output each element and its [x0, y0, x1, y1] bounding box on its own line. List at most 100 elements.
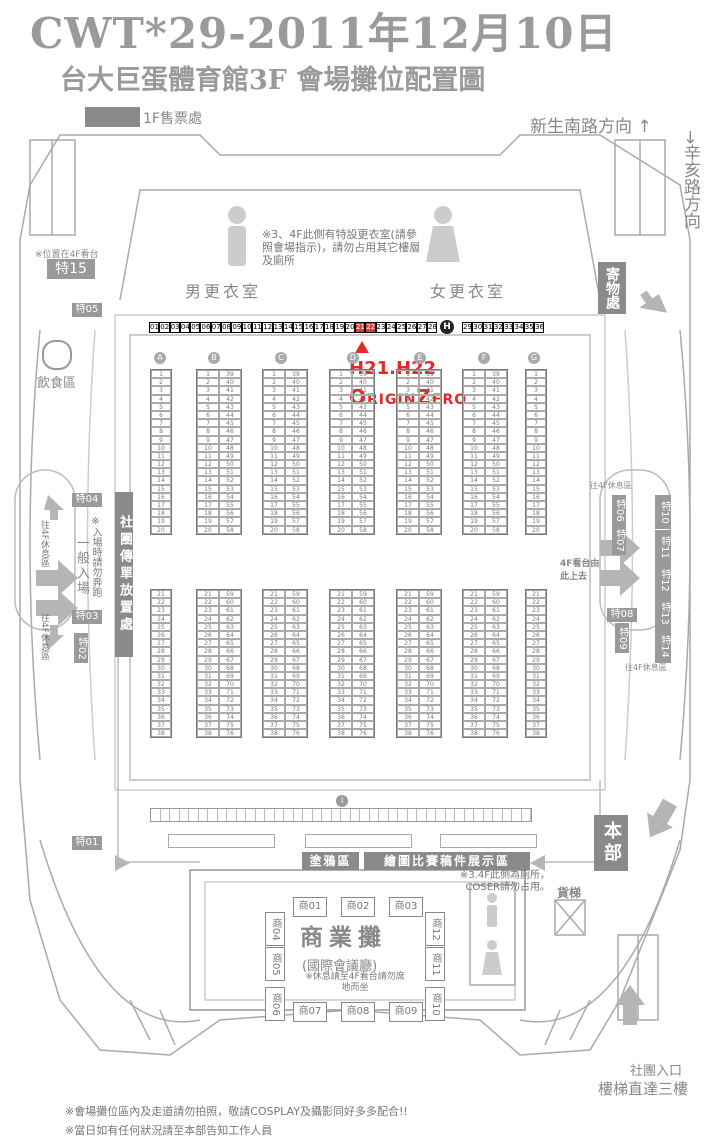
booth-row[interactable]: 10 — [151, 443, 171, 452]
booth-row[interactable]: 5 — [526, 402, 546, 411]
store-booth[interactable]: 商04 — [265, 912, 285, 946]
booth-row[interactable]: 13 — [151, 468, 171, 477]
booth-row[interactable]: 26 — [151, 630, 171, 640]
booth-h34[interactable]: 34 — [513, 322, 524, 333]
booth-i[interactable] — [246, 809, 256, 821]
booth-h05[interactable]: 05 — [190, 322, 201, 333]
booth-h16[interactable]: 16 — [303, 322, 314, 333]
booth-i[interactable] — [512, 809, 522, 821]
booth-row[interactable]: 5 — [151, 402, 171, 411]
booth-row[interactable]: 6 — [151, 410, 171, 420]
booth-row[interactable]: 31 — [526, 671, 546, 681]
booth-i[interactable] — [294, 809, 303, 821]
special-booth-07[interactable]: 特07 — [612, 525, 626, 555]
booth-row[interactable]: 18 — [526, 509, 546, 518]
booth-h29[interactable]: 29 — [462, 322, 473, 333]
store-booth[interactable]: 商11 — [425, 947, 445, 981]
booth-h36[interactable]: 36 — [534, 322, 545, 333]
store-booth[interactable]: 商06 — [265, 987, 285, 1021]
special-booth-03[interactable]: 特03 — [72, 610, 102, 624]
booth-h12[interactable]: 12 — [262, 322, 273, 333]
booth-row[interactable]: 10 — [526, 443, 546, 452]
booth-i[interactable] — [170, 809, 180, 821]
booth-i[interactable] — [436, 809, 446, 821]
booth-row[interactable]: 36 — [526, 712, 546, 721]
store-booth[interactable]: 商10 — [425, 987, 445, 1021]
booth-h27[interactable]: 27 — [416, 322, 428, 333]
booth-row[interactable]: 25 — [151, 622, 171, 631]
booth-row[interactable]: 32 — [526, 680, 546, 689]
booth-i[interactable] — [484, 809, 493, 821]
booth-row[interactable]: 14 — [526, 476, 546, 485]
booth-i[interactable] — [398, 809, 408, 821]
booth-row[interactable]: 34 — [151, 696, 171, 705]
booth-row[interactable]: 38 — [151, 729, 171, 738]
special-booth-11[interactable]: 特11 — [655, 530, 671, 564]
booth-row[interactable]: 21 — [151, 590, 171, 599]
booth-row[interactable]: 33 — [526, 688, 546, 697]
booth-h13[interactable]: 13 — [272, 322, 283, 333]
booth-i[interactable] — [313, 809, 322, 821]
booth-h14[interactable]: 14 — [282, 322, 294, 333]
booth-row[interactable]: 24 — [151, 614, 171, 623]
booth-row[interactable]: 15 — [151, 484, 171, 493]
booth-row[interactable]: 12 — [151, 460, 171, 469]
booth-i[interactable] — [332, 809, 341, 821]
booth-row[interactable]: 36 — [151, 712, 171, 721]
special-booth-06[interactable]: 特06 — [612, 495, 626, 525]
